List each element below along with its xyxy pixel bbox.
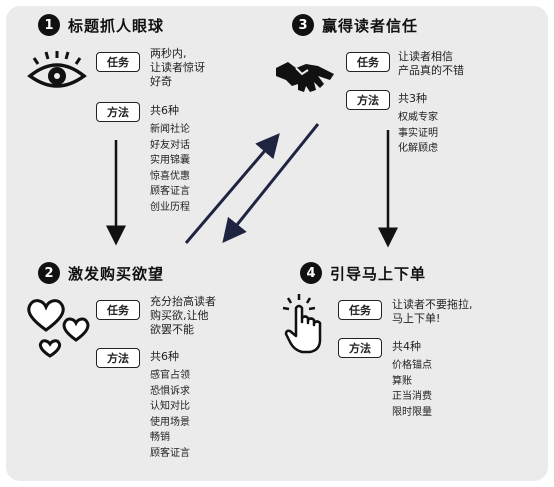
list-item: 实用锦囊 (150, 155, 190, 166)
list-item: 新闻社论 (150, 124, 190, 135)
hand-pointer-icon (282, 294, 322, 354)
arrow-2-to-3 (184, 133, 280, 244)
list-item: 创业历程 (150, 201, 190, 213)
section-title: 标题抓人眼球 (68, 16, 165, 35)
list-item: 惊喜优惠 (150, 170, 190, 182)
list-item: 认知对比 (150, 401, 190, 412)
task-label: 任务 (96, 300, 140, 320)
list-item: 好友对话 (150, 139, 190, 151)
list-item: 事实证明 (398, 127, 438, 139)
method-label: 方法 (96, 348, 140, 368)
section-title: 引导马上下单 (330, 264, 427, 283)
list-item: 正当消费 (392, 391, 432, 402)
list-item: 价格锚点 (392, 360, 432, 371)
step-number: 1 (38, 14, 60, 36)
method-count: 共4种 (392, 340, 421, 353)
list-item: 算账 (392, 375, 412, 387)
diagram-card (6, 6, 548, 481)
list-item: 使用场景 (150, 416, 190, 428)
method-label: 方法 (338, 338, 382, 358)
section-4-title: 4 引导马上下单 (300, 262, 426, 284)
section-title: 激发购买欲望 (68, 264, 165, 283)
list-item: 畅销 (150, 432, 170, 443)
list-item: 恐惧诉求 (150, 385, 190, 397)
method-list: 新闻社论 好友对话 实用锦囊 惊喜优惠 顾客证言 创业历程 (150, 122, 190, 215)
list-item: 化解顾虑 (398, 143, 438, 154)
arrow-3-to-2 (222, 123, 320, 244)
list-item: 顾客证言 (150, 186, 190, 197)
section-title: 赢得读者信任 (322, 16, 419, 35)
task-text: 充分抬高读者 购买欲,让他 欲罢不能 (150, 295, 216, 336)
task-label: 任务 (346, 52, 390, 72)
hearts-icon (27, 299, 90, 358)
list-item: 感官占领 (150, 370, 190, 381)
section-1-title: 1 标题抓人眼球 (38, 14, 164, 36)
step-number: 4 (300, 262, 322, 284)
eye-icon (27, 51, 87, 88)
handshake-icon (276, 62, 334, 92)
method-count: 共6种 (150, 350, 179, 363)
method-list: 价格锚点 算账 正当消费 限时限量 (392, 358, 432, 420)
task-label: 任务 (96, 52, 140, 72)
method-list: 权威专家 事实证明 化解顾虑 (398, 110, 438, 157)
method-count: 共6种 (150, 104, 179, 117)
task-text: 让读者相信 产品真的不错 (398, 50, 464, 77)
list-item: 顾客证言 (150, 447, 190, 459)
method-label: 方法 (96, 102, 140, 122)
section-2-title: 2 激发购买欲望 (38, 262, 164, 284)
list-item: 权威专家 (398, 112, 438, 123)
task-label: 任务 (338, 300, 382, 320)
list-item: 限时限量 (392, 406, 432, 418)
step-number: 2 (38, 262, 60, 284)
step-number: 3 (292, 14, 314, 36)
method-list: 感官占领 恐惧诉求 认知对比 使用场景 畅销 顾客证言 (150, 368, 190, 461)
method-count: 共3种 (398, 92, 427, 105)
method-label: 方法 (346, 90, 390, 110)
task-text: 两秒内, 让读者惊讶 好奇 (150, 47, 205, 88)
task-text: 让读者不要拖拉, 马上下单! (392, 298, 473, 325)
section-3-title: 3 赢得读者信任 (292, 14, 418, 36)
